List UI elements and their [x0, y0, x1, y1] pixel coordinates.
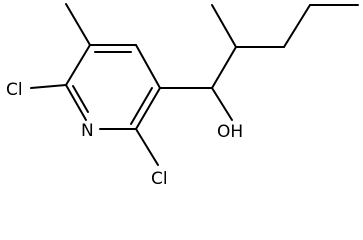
bond-n-c2 — [65, 84, 87, 121]
bond-c4-c5 — [135, 44, 161, 89]
chlorine-atom-right: Cl — [151, 169, 168, 189]
bond-c5-c6 — [135, 87, 161, 130]
bond-c3-methyl — [65, 3, 91, 46]
bond-n-c2-inner — [72, 85, 89, 113]
bond-ch2-ch2 — [283, 4, 311, 48]
chlorine-atom-left: Cl — [6, 80, 23, 100]
bond-c5-c6-inner — [130, 87, 153, 125]
bond-carbinol-oh — [211, 87, 233, 121]
structure-diagram: Cl N Cl OH — [6, 3, 359, 189]
bond-c2-cl — [30, 84, 67, 89]
bond-ch-methyl — [211, 4, 237, 48]
bond-carbinol-ch — [211, 46, 237, 89]
bond-c6-cl — [135, 128, 159, 166]
hydroxyl-group: OH — [217, 122, 243, 142]
molecule-canvas: Cl N Cl OH — [6, 3, 359, 189]
nitrogen-atom: N — [81, 121, 94, 141]
bond-c2-c3 — [65, 44, 91, 86]
